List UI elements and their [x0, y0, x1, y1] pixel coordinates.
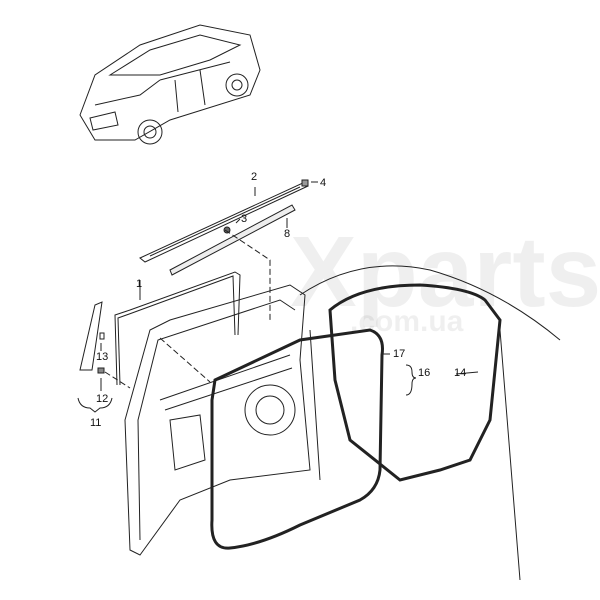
door-shell [124, 284, 311, 556]
callout-4: 4 [320, 177, 327, 189]
side-trim-11 [79, 301, 103, 371]
trim-strip-2 [139, 181, 309, 263]
callout-11: 11 [90, 417, 102, 429]
trim-strip-8 [169, 204, 296, 276]
callout-17: 17 [393, 348, 406, 360]
callout-1: 1 [136, 278, 143, 290]
watermark-logo: Xparts [290, 216, 600, 328]
callout-12: 12 [96, 393, 109, 405]
car-thumbnail [79, 24, 261, 145]
window-seal-1 [114, 271, 241, 386]
callout-3: 3 [241, 213, 248, 225]
callout-14: 14 [454, 367, 467, 379]
clip-13 [99, 332, 105, 340]
callout-16: 16 [418, 367, 431, 379]
callout-2: 2 [251, 171, 258, 183]
leader-lines [77, 181, 479, 413]
clip-3 [223, 226, 231, 234]
body-opening [299, 265, 561, 581]
door-seal-16 [210, 328, 384, 550]
clip-4 [301, 179, 309, 187]
watermark-sub: .com.ua [350, 305, 464, 338]
callout-13: 13 [96, 351, 109, 363]
callout-8: 8 [284, 228, 291, 240]
clip-12 [97, 367, 105, 374]
